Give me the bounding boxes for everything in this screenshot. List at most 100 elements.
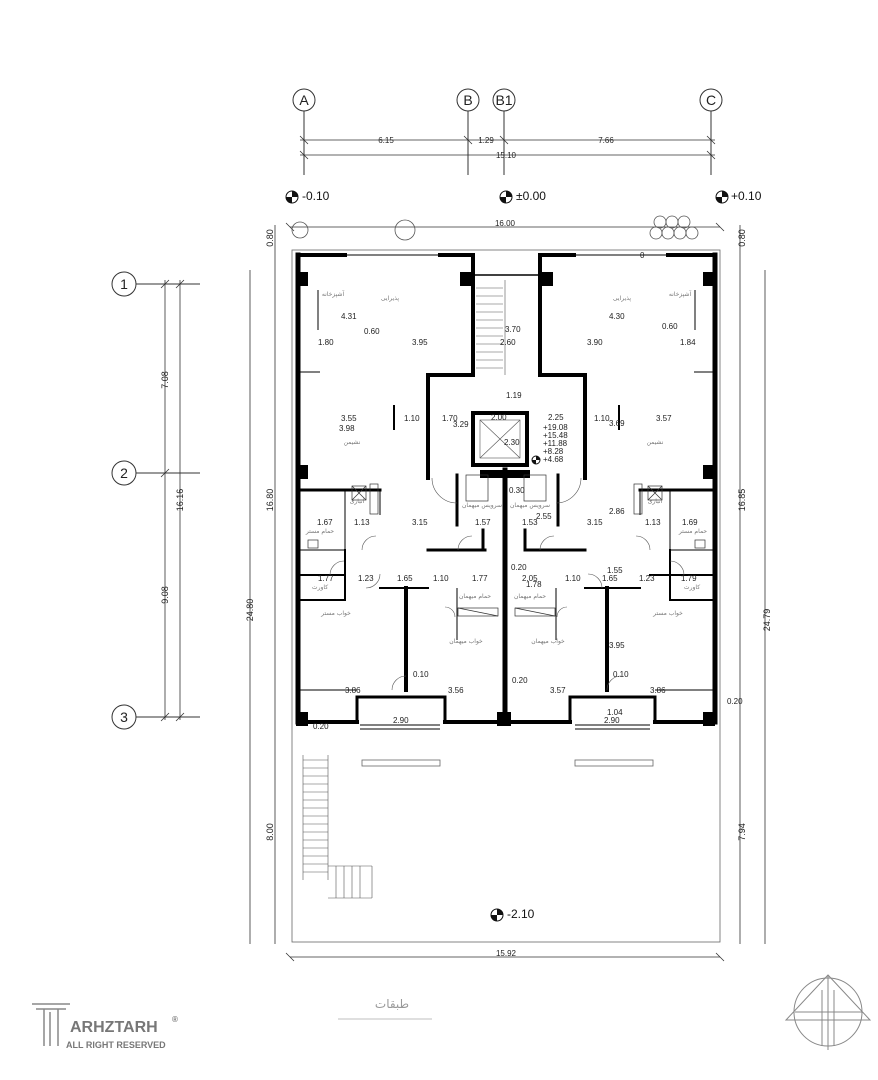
dim-row-2-3: 9.08 (160, 586, 170, 604)
elevation-list: +19.08 +15.48 +11.88 +8.28 +4.68 (543, 423, 568, 464)
room-master-bed-right: خواب مستر (652, 610, 683, 617)
dim-left-overall: 24.80 (245, 599, 255, 622)
dim-bed-l-w: 3.86 (345, 686, 361, 695)
room-closet-right: کاورت (684, 584, 700, 591)
dim-balcony-r-d: 1.04 (607, 708, 623, 717)
tv-marks (393, 405, 620, 430)
dim-guest-bath-r: 2.05 (522, 574, 538, 583)
brand-logo: ARHZTARH ® ALL RIGHT RESERVED (32, 1003, 178, 1050)
dim-living-r-d: 3.69 (609, 419, 625, 428)
dim-kitchen-l-w: 1.80 (318, 338, 334, 347)
dim-reception-l-w: 3.95 (412, 338, 428, 347)
dim-right-building: 16.85 (737, 489, 747, 512)
room-reception-right: پذیرایی (613, 295, 631, 302)
dim-bed-r-d: 3.95 (609, 641, 625, 650)
dim-left-setback: 0.80 (265, 229, 275, 247)
dim-wall-030: 0.30 (509, 486, 525, 495)
dim-balcony-l: 2.90 (393, 716, 409, 725)
north-arrow-icon (784, 974, 872, 1050)
room-pantry-left: انباری (350, 498, 365, 505)
level-center: ±0.00 (516, 189, 546, 203)
dim-hall-r: 3.15 (587, 518, 603, 527)
interior-dimensions: 0 4.31 4.30 0.60 0.60 1.80 3.95 3.90 1.8… (313, 251, 698, 731)
dim-living-l-d: 3.98 (339, 424, 355, 433)
dim-bottom-left-small: 0.20 (313, 722, 329, 731)
dim-bath-r2: 1.13 (645, 518, 661, 527)
dim-guest-bath-l: 1.77 (472, 574, 488, 583)
dim-core-l: 1.70 (442, 414, 458, 423)
dim-closet-r3: 1.65 (602, 574, 618, 583)
level-marker-left (285, 190, 299, 204)
level-yard: -2.10 (507, 907, 535, 921)
interior-partitions (298, 290, 715, 730)
right-dimension-lines (739, 225, 766, 944)
dim-left-yard: 8.00 (265, 823, 275, 841)
left-dimension-lines (160, 225, 276, 944)
dim-hall-r-d: 2.86 (609, 507, 625, 516)
door-swings (329, 477, 685, 691)
dim-guest-r-w: 3.57 (550, 686, 566, 695)
elevation-5: +4.68 (543, 455, 564, 464)
room-living-left: نشیمن (344, 439, 361, 446)
dim-guest-l-w: 3.56 (448, 686, 464, 695)
dim-outer-width: 16.00 (495, 219, 516, 228)
dim-small-r: 0.60 (662, 322, 678, 331)
dim-closet-r2: 1.23 (639, 574, 655, 583)
grid-label-1: 1 (120, 276, 128, 292)
dim-living-l-w: 3.55 (341, 414, 357, 423)
dim-kitchen-l-depth: 4.31 (341, 312, 357, 321)
dim-landing: 1.19 (506, 391, 522, 400)
grid-label-a: A (299, 92, 309, 108)
dim-bed-r-w: 3.86 (650, 686, 666, 695)
dim-closet-l2: 1.23 (358, 574, 374, 583)
dim-guest-bath-r2: 1.78 (526, 580, 542, 589)
elevation-3: +11.88 (543, 439, 568, 448)
dim-wall-r-010: 0.10 (613, 670, 629, 679)
elevator-car (479, 419, 521, 459)
front-windows (361, 759, 654, 767)
grid-columns (292, 88, 723, 175)
dim-wc-l: 1.57 (475, 518, 491, 527)
bath-fixtures (307, 474, 706, 617)
level-left: -0.10 (302, 189, 330, 203)
room-guest-bath-left: حمام میهمان (459, 593, 491, 600)
dim-left-building: 16.80 (265, 489, 275, 512)
dim-door-l2: 1.10 (433, 574, 449, 583)
dim-hall-r-small: 1.55 (607, 566, 623, 575)
stair-treads (476, 280, 506, 375)
dim-bath-r-w: 1.69 (682, 518, 698, 527)
room-master-bath-left: حمام مستر (305, 528, 335, 535)
dim-lift-h: 2.30 (504, 438, 520, 447)
brand-rights: ALL RIGHT RESERVED (66, 1040, 166, 1050)
room-labels: آشپزخانه پذیرایی پذیرایی آشپزخانه نشیمن … (305, 289, 708, 645)
room-living-right: نشیمن (647, 439, 664, 446)
dim-rows-total: 16.16 (175, 489, 185, 512)
dim-kitchen-r-w: 1.84 (680, 338, 696, 347)
dim-bottom-total: 15.92 (496, 949, 517, 958)
tree-icon-group (291, 215, 699, 241)
dim-bath-l-w: 1.67 (317, 518, 333, 527)
site-boundary (291, 249, 721, 943)
brand-name: ARHZTARH (70, 1019, 158, 1036)
dim-core-r: 2.25 (548, 413, 564, 422)
dim-closet-r-w: 1.79 (681, 574, 697, 583)
elevation-2: +15.48 (543, 431, 568, 440)
room-master-bath-right: حمام مستر (678, 528, 708, 535)
dim-guest-gap: 0.20 (511, 563, 527, 572)
room-guest-bath-right: حمام میهمان (514, 593, 546, 600)
room-guest-bed-left: خواب میهمان (449, 638, 483, 645)
dim-b-b1: 1.29 (478, 136, 494, 145)
dim-right-overall: 24.79 (762, 609, 772, 632)
dim-wall-c-020: 0.20 (512, 676, 528, 685)
room-closet-left: کاورت (312, 584, 328, 591)
outer-width-dimension (285, 222, 725, 232)
dim-small-l: 0.60 (364, 327, 380, 336)
dim-door-r2: 1.10 (565, 574, 581, 583)
room-guest-bed-right: خواب میهمان (531, 638, 565, 645)
dim-right-yard: 7.94 (737, 823, 747, 841)
dim-wc-r-d: 2.55 (536, 512, 552, 521)
grid-label-c: C (706, 92, 716, 108)
dim-reception-r-w: 3.90 (587, 338, 603, 347)
yard-stair (302, 755, 373, 899)
